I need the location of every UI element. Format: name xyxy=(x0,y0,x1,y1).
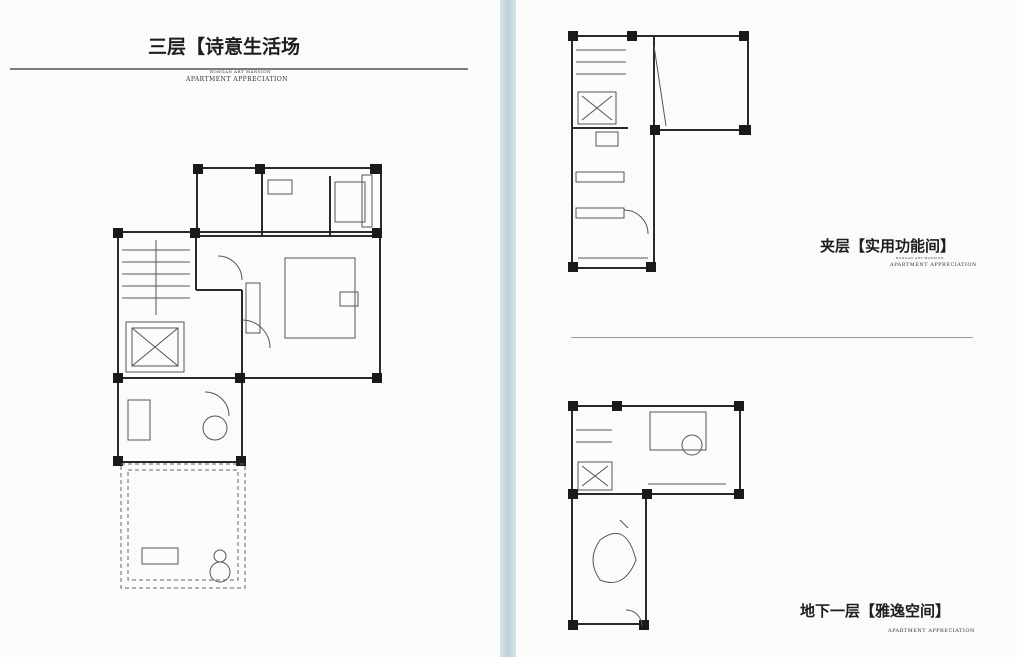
page-spine xyxy=(500,0,516,657)
basement-plan xyxy=(568,401,744,630)
basement-subtitle-label: APARTMENT APPRECIATION xyxy=(888,628,975,634)
mezzanine-subtitle-label: APARTMENT APPRECIATION xyxy=(890,262,977,268)
brand-label: RONGAN ART MANSION xyxy=(210,69,271,74)
left-page: 三层【诗意生活场 RONGAN ART MANSION APARTMENT AP… xyxy=(0,0,500,657)
subtitle-label: APARTMENT APPRECIATION xyxy=(186,76,289,83)
third-floor-title: 三层【诗意生活场 xyxy=(148,36,301,58)
title-rule xyxy=(10,68,468,70)
mezzanine-plan xyxy=(568,31,751,272)
mezzanine-title: 夹层【实用功能间】 xyxy=(820,237,956,255)
right-page: 夹层【实用功能间】 RONGAN ART MANSION APARTMENT A… xyxy=(516,0,1017,657)
section-divider xyxy=(571,337,973,338)
mezzanine-brand-label: RONGAN ART MANSION xyxy=(896,256,944,260)
basement-title: 地下一层【雅逸空间】 xyxy=(800,602,951,620)
third-floor-plan xyxy=(113,164,382,589)
